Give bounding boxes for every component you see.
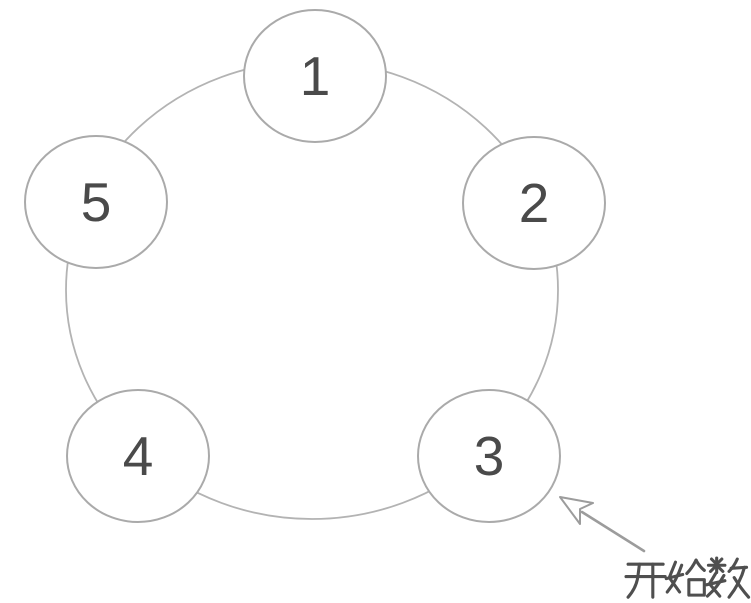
node-3: 3: [417, 389, 561, 523]
node-4-circle: [66, 389, 210, 523]
glyph-stroke: [664, 572, 685, 581]
glyph-stroke: [715, 563, 725, 573]
glyph-stroke: [626, 562, 641, 599]
glyph-stroke: [685, 558, 698, 576]
glyph-stroke: [716, 557, 724, 565]
node-4: 4: [66, 389, 210, 523]
node-2-circle: [462, 136, 606, 270]
node-2: 2: [462, 136, 606, 270]
node-1-circle: [243, 9, 387, 143]
node-5-circle: [24, 135, 168, 269]
annotation-arrow: [559, 496, 646, 553]
glyph-stroke: [727, 557, 739, 573]
node-5: 5: [24, 135, 168, 269]
glyph-stroke: [732, 576, 751, 599]
node-5-label: 5: [81, 171, 112, 233]
glyph-stroke: [694, 558, 706, 572]
glyph-stroke: [665, 563, 684, 594]
arrow-shaft: [580, 510, 646, 553]
glyph-stroke: [709, 557, 718, 565]
glyph-stroke: [687, 578, 706, 597]
node-2-label: 2: [519, 172, 550, 234]
glyph-stroke: [704, 579, 727, 587]
annotation-label: [624, 556, 751, 599]
node-4-label: 4: [123, 425, 154, 487]
node-1-label: 1: [300, 45, 331, 107]
node-3-circle: [417, 389, 561, 523]
node-3-label: 3: [474, 425, 505, 487]
arrow-head-icon: [559, 496, 594, 525]
glyph-stroke: [705, 573, 726, 598]
node-1: 1: [243, 9, 387, 143]
